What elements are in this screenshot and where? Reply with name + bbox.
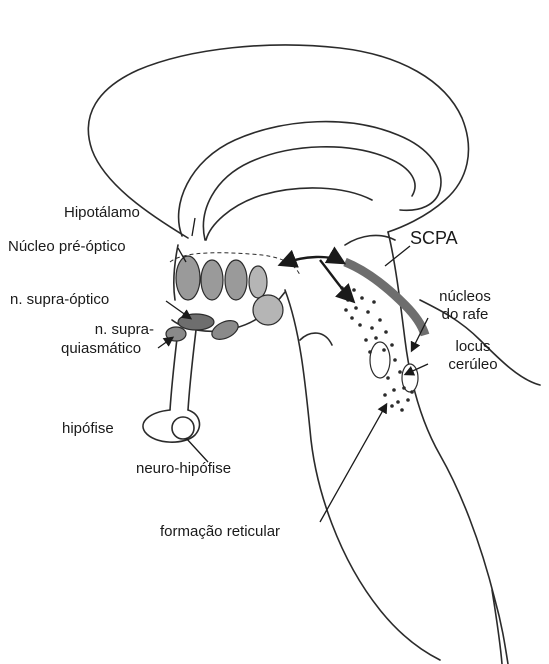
arrow-hypothalamus-scpa [282,257,342,264]
pons-outline [300,333,332,345]
label-nucleos-line1: núcleos [430,288,500,305]
suprachiasmatic-nucleus [166,327,186,341]
label-nucleos-line2: do rafe [430,306,500,323]
label-hipotalamo: Hipotálamo [64,204,140,221]
leader-scpa [385,246,410,266]
label-n-supra-optico: n. supra-óptico [10,291,109,308]
preoptic-nucleus [176,256,200,300]
label-nucleo-pre-optico: Núcleo pré-óptico [8,238,126,255]
label-n-supra-quiasmatico-line2: quiasmático [61,340,141,357]
corpus-callosum [179,122,441,236]
callosum-inner [203,147,415,240]
label-n-supra-quiasmatico-line1: n. supra- [66,321,154,338]
leader-supra-quiasmatico [158,338,172,348]
hypothalamic-nucleus-4 [249,266,267,298]
leader-formacao-reticular [320,405,386,522]
label-formacao-reticular: formação reticular [160,523,280,540]
supraoptic-nucleus [178,314,214,330]
hypothalamic-nucleus-3 [225,260,247,300]
pituitary-stalk-right [188,330,196,410]
label-locus-line1: locus [440,338,506,355]
leader-supra-optico [166,301,190,318]
label-scpa: SCPA [410,230,458,247]
label-neuro-hipofise: neuro-hipófise [136,460,231,477]
brainstem-front [285,290,440,660]
neurohypophysis [172,417,194,439]
mammillary-body [253,295,283,325]
pituitary-stalk-left [170,330,178,410]
locus-ceruleus-body [370,342,390,378]
pituitary-gland [143,410,199,442]
leader-neuro-hipofise [186,438,208,462]
medulla-line [492,590,502,664]
scpa-band [345,262,425,335]
hypothalamic-nucleus-2 [201,260,223,300]
fornix-arc [206,188,372,240]
label-locus-line2: cerúleo [440,356,506,373]
label-hipofise: hipófise [62,420,114,437]
tectum [345,235,395,245]
leader-hipotalamo [192,218,195,236]
